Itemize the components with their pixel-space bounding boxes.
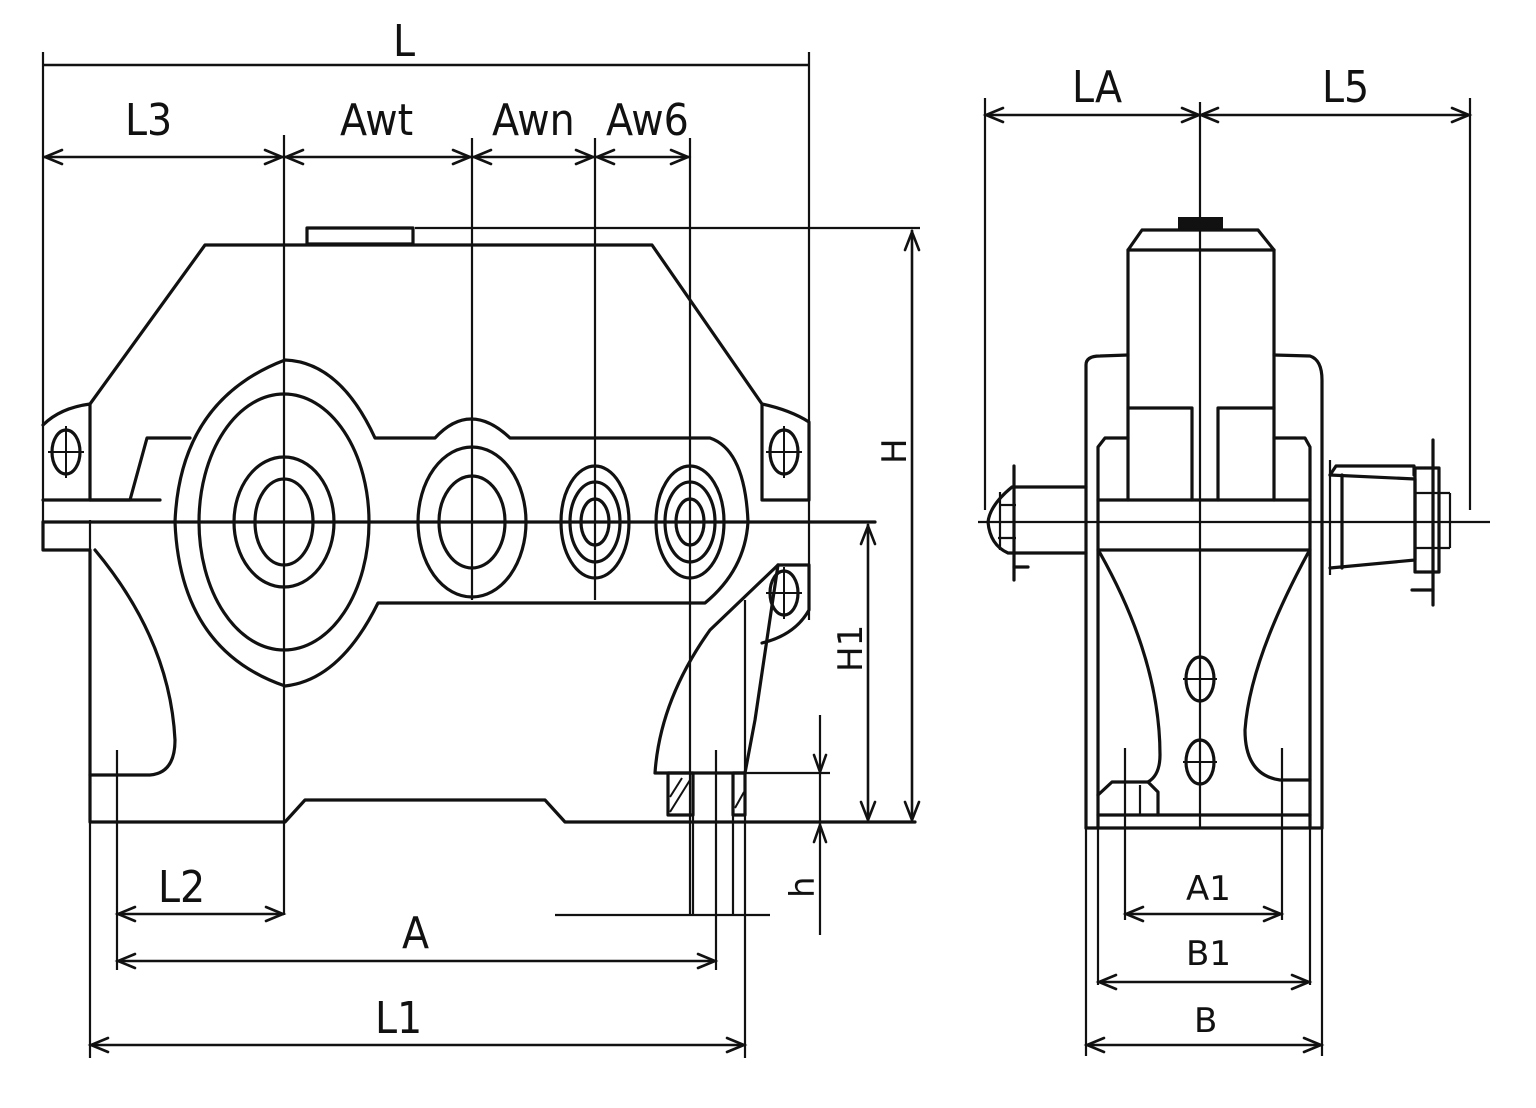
foot-section-right: [731, 771, 747, 817]
dim-label-B1: B1: [1186, 934, 1231, 974]
side-view: LA L5 A1 B1 B: [978, 62, 1490, 1056]
side-housing: [986, 217, 1452, 830]
inspection-cover: [305, 226, 415, 246]
dim-label-Aw6: Aw6: [606, 95, 689, 146]
foot-section-left: [666, 771, 695, 817]
dim-label-A1: A1: [1186, 869, 1231, 909]
bolt-hole-icon: [766, 567, 802, 619]
dimension-lines: [41, 63, 921, 1054]
dim-label-L5: L5: [1322, 62, 1369, 113]
dimension-labels: L L3 Awt Awn Aw6 H H1 h L2 A L1: [125, 16, 915, 1044]
side-dimension-labels: LA L5 A1 B1 B: [1072, 62, 1369, 1041]
dim-label-Awt: Awt: [340, 95, 413, 146]
breather-cap: [1178, 217, 1223, 231]
dim-label-H: H: [875, 438, 915, 464]
dim-label-L1: L1: [375, 993, 422, 1044]
shaft-bearings: [197, 392, 726, 652]
dim-label-H1: H1: [831, 625, 871, 672]
dim-label-L: L: [393, 16, 415, 67]
output-shaft-circles: [654, 464, 726, 580]
front-view: L L3 Awt Awn Aw6 H H1 h L2 A L1: [41, 16, 921, 1058]
dim-label-h: h: [783, 876, 823, 898]
dim-label-L3: L3: [125, 95, 172, 146]
third-shaft-circles: [559, 464, 631, 580]
dim-label-L2: L2: [158, 862, 205, 913]
dim-label-A: A: [402, 908, 429, 959]
gearbox-housing: [41, 226, 917, 915]
side-extension-lines: [978, 98, 1490, 1056]
dim-label-B: B: [1194, 1001, 1217, 1041]
intermediate-shaft-circles: [416, 445, 528, 599]
bolt-hole-icon: [1183, 738, 1217, 786]
input-shaft-end: [986, 464, 1088, 582]
bolt-holes: [48, 426, 802, 619]
input-shaft-circles: [197, 392, 371, 652]
bolt-hole-icon: [1183, 655, 1217, 703]
bolt-hole-icon: [48, 426, 84, 478]
bolt-hole-icon: [766, 426, 802, 478]
side-dimension-lines: [982, 106, 1473, 1054]
dim-label-Awn: Awn: [492, 95, 575, 146]
dim-label-LA: LA: [1072, 62, 1122, 113]
output-shaft-end: [1328, 438, 1452, 607]
